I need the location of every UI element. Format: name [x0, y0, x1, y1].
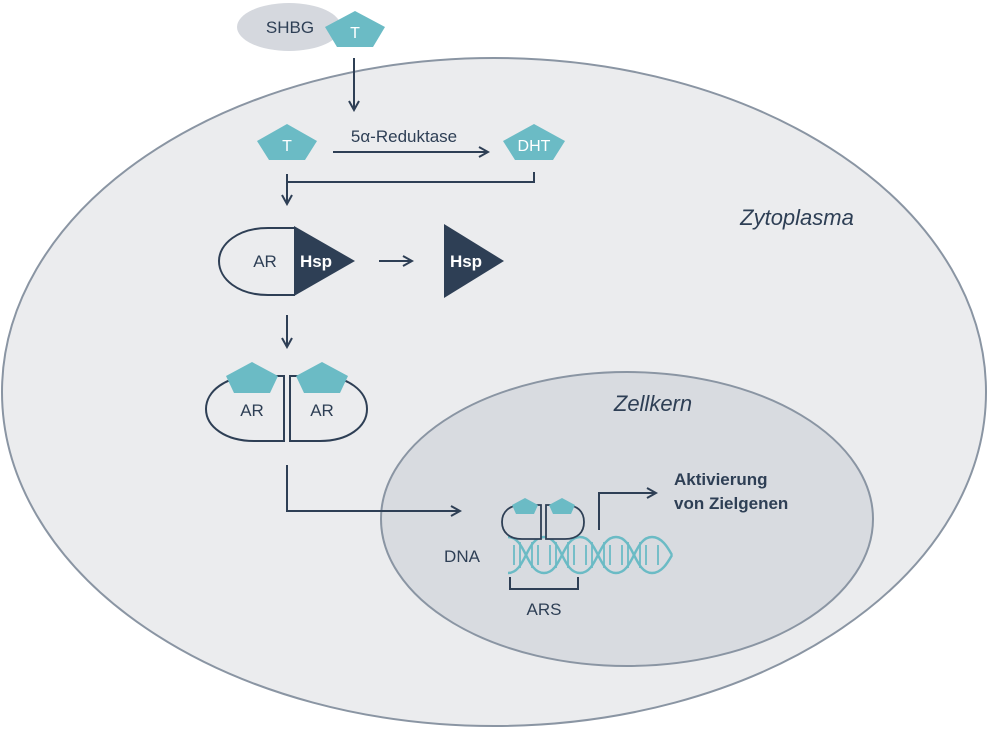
hsp-triangle-bound — [294, 226, 355, 296]
shbg-protein — [237, 3, 341, 51]
dht-feed-line — [287, 172, 535, 183]
ars-label: ARS — [527, 600, 562, 619]
nucleus-label: Zellkern — [613, 391, 692, 416]
ar-left-label: AR — [240, 401, 264, 420]
hsp-triangle-free — [444, 224, 504, 298]
hsp-complex-label: Hsp — [300, 252, 332, 271]
ars-bracket — [509, 577, 579, 590]
dna-bound-ligand-right — [549, 498, 575, 514]
testosterone-serum-pentagon — [325, 11, 385, 47]
hsp-free-label: Hsp — [450, 252, 482, 271]
nuclear-translocation-arrow — [286, 465, 460, 511]
ligand-pentagon-right — [296, 362, 348, 393]
shbg-label: SHBG — [266, 18, 314, 37]
ar-complex-label: AR — [253, 252, 277, 271]
dna-bound-ligand-left — [512, 498, 538, 514]
dna-label: DNA — [444, 547, 481, 566]
dht-label: DHT — [518, 138, 551, 155]
gene-activation-arrow — [598, 493, 656, 530]
ligand-pentagon-left — [226, 362, 278, 393]
enzyme-label: 5α-Reduktase — [351, 127, 457, 146]
testosterone-serum-label: T — [350, 25, 360, 42]
testosterone-cell-label: T — [282, 138, 292, 155]
activation-label-line1: Aktivierung — [674, 470, 768, 489]
cytoplasm-label: Zytoplasma — [739, 205, 854, 230]
testosterone-cell-pentagon — [257, 124, 317, 160]
ar-receptor-shape — [217, 227, 295, 296]
activation-label-line2: von Zielgenen — [674, 494, 788, 513]
ar-right-label: AR — [310, 401, 334, 420]
nucleus — [380, 371, 874, 667]
dht-pentagon — [503, 124, 565, 160]
